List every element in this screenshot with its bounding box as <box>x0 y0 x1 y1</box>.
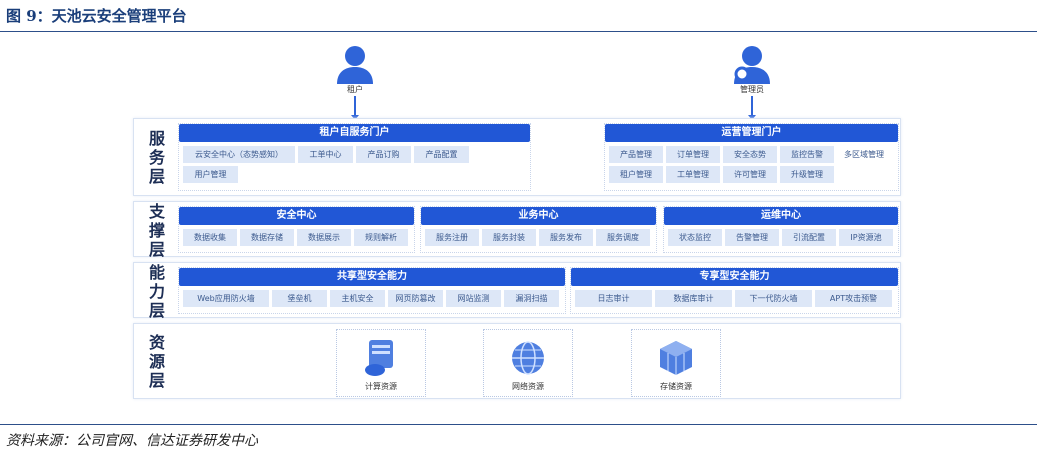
group-header: 运营管理门户 <box>605 124 898 142</box>
resource-layer: 资源层 计算资源 网络资源 存储资源 <box>133 323 901 399</box>
item: 订单管理 <box>666 146 720 163</box>
item: APT攻击预警 <box>815 290 892 307</box>
globe-icon <box>512 341 544 375</box>
resource-label: 计算资源 <box>365 382 397 391</box>
figure-title: 图 9：天池云安全管理平台 <box>6 7 187 25</box>
arrow-down <box>351 96 359 120</box>
compute-resource: 计算资源 <box>336 329 426 397</box>
arrow-down <box>748 96 756 120</box>
item: 服务封装 <box>482 229 536 246</box>
layer-name: 服务层 <box>148 129 165 186</box>
item: 服务注册 <box>425 229 479 246</box>
shared-security: 共享型安全能力 Web应用防火墙堡垒机主机安全网页防篡改网站监测漏洞扫描 <box>178 267 566 314</box>
item: 数据库审计 <box>655 290 732 307</box>
layer-name: 资源层 <box>148 333 165 390</box>
item: 网页防篡改 <box>388 290 443 307</box>
resource-label: 网络资源 <box>512 382 544 391</box>
item: 主机安全 <box>330 290 385 307</box>
top-rule <box>0 31 1037 32</box>
group-header: 专享型安全能力 <box>571 268 898 286</box>
security-center: 安全中心 数据收集数据存储数据展示规则解析 <box>178 206 415 253</box>
item: 规则解析 <box>354 229 408 246</box>
item: 工单中心 <box>298 146 353 163</box>
support-layer: 支撑层 安全中心 数据收集数据存储数据展示规则解析 业务中心 服务注册服务封装服… <box>133 201 901 259</box>
bottom-rule <box>0 424 1037 425</box>
group-header: 安全中心 <box>179 207 414 225</box>
item: 产品配置 <box>414 146 469 163</box>
item: 引流配置 <box>782 229 836 246</box>
item: 工单管理 <box>666 166 720 183</box>
group-header: 运维中心 <box>664 207 898 225</box>
source-note: 资料来源：公司官网、信达证券研发中心 <box>6 433 258 449</box>
item: 堡垒机 <box>272 290 327 307</box>
layer-name: 能力层 <box>148 263 165 320</box>
item: 日志审计 <box>575 290 652 307</box>
item: 云安全中心（态势感知） <box>183 146 295 163</box>
user-label: 管理员 <box>740 85 764 94</box>
storage-resource: 存储资源 <box>631 329 721 397</box>
network-resource: 网络资源 <box>483 329 573 397</box>
item: 租户管理 <box>609 166 663 183</box>
group-header: 共享型安全能力 <box>179 268 565 286</box>
item: IP资源池 <box>839 229 893 246</box>
item: 状态监控 <box>668 229 722 246</box>
item: 服务发布 <box>539 229 593 246</box>
resource-label: 存储资源 <box>660 382 692 391</box>
item: 漏洞扫描 <box>504 290 559 307</box>
capability-layer: 能力层 共享型安全能力 Web应用防火墙堡垒机主机安全网页防篡改网站监测漏洞扫描… <box>133 262 901 320</box>
item: 升级管理 <box>780 166 834 183</box>
item: 数据展示 <box>297 229 351 246</box>
item: 用户管理 <box>183 166 238 183</box>
item: 许可管理 <box>723 166 777 183</box>
item: 告警管理 <box>725 229 779 246</box>
item: 产品管理 <box>609 146 663 163</box>
item: 网站监测 <box>446 290 501 307</box>
group-header: 租户自服务门户 <box>179 124 530 142</box>
user-tenant: 租户 <box>325 42 385 95</box>
item: 监控告警 <box>780 146 834 163</box>
business-center: 业务中心 服务注册服务封装服务发布服务调度 <box>420 206 657 253</box>
item: 多区域管理 <box>837 146 891 163</box>
user-icon <box>337 46 373 84</box>
ops-portal: 运营管理门户 产品管理 订单管理 安全态势 监控告警 多区域管理 租户管理 工单… <box>604 123 899 191</box>
item: Web应用防火墙 <box>183 290 269 307</box>
storage-cube-icon <box>660 341 692 375</box>
item: 产品订购 <box>356 146 411 163</box>
item: 服务调度 <box>596 229 650 246</box>
user-label: 租户 <box>347 85 363 94</box>
item: 安全态势 <box>723 146 777 163</box>
layer-name: 支撑层 <box>148 202 165 259</box>
group-header: 业务中心 <box>421 207 656 225</box>
admin-user-icon <box>734 46 770 84</box>
service-layer: 服务层 租户自服务门户 云安全中心（态势感知） 工单中心 产品订购 产品配置 用… <box>133 118 901 196</box>
user-admin: 管理员 <box>722 42 782 95</box>
item: 数据存储 <box>240 229 294 246</box>
tenant-portal: 租户自服务门户 云安全中心（态势感知） 工单中心 产品订购 产品配置 用户管理 <box>178 123 531 191</box>
item: 数据收集 <box>183 229 237 246</box>
item: 下一代防火墙 <box>735 290 812 307</box>
server-cloud-icon <box>365 340 393 376</box>
